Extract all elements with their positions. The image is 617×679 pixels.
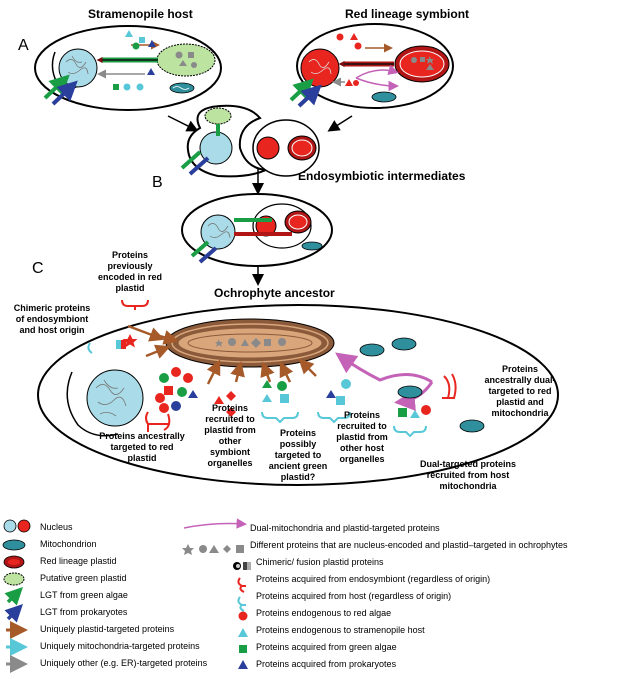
- annotation-dual-host-line: recruited from host: [427, 470, 510, 480]
- legend-right-labels: Dual-mitochondria and plastid-targeted p…: [250, 523, 568, 669]
- annotation-chimeric-line: and host origin: [20, 325, 85, 335]
- legend-label-red-bracket: Proteins acquired from endosymbiont (reg…: [256, 574, 490, 584]
- nucleus-red-icon: [300, 48, 340, 88]
- legend-label-blue-tri: Proteins acquired from prokaryotes: [256, 659, 397, 669]
- legend-label-lgt-prok: LGT from prokaryotes: [40, 607, 128, 617]
- legend-label-dual: Dual-mitochondria and plastid-targeted p…: [250, 523, 440, 533]
- legend-label-mito: Mitochondrion: [40, 539, 97, 549]
- legend-cyan-triangle-icon: [238, 628, 248, 637]
- legend-dual-icon: [183, 518, 247, 529]
- legend-green-plastid-icon: [3, 572, 25, 586]
- legend-cyan-bracket-icon: [237, 596, 246, 612]
- annotation-possibly-green-line: possibly: [280, 439, 317, 449]
- annotation-recruited-symbiont-line: symbiont: [210, 447, 250, 457]
- legend-label-nucleus: Nucleus: [40, 522, 73, 532]
- ancestor-cell: [37, 299, 559, 486]
- annotation-dual-red-line: targeted to red: [488, 386, 551, 396]
- legend-label-arrow-plastid: Uniquely plastid-targeted proteins: [40, 624, 175, 634]
- legend-shapes-icon: [182, 544, 244, 555]
- annotation-dual-red-line: Proteins: [502, 364, 538, 374]
- annotation-ancestral-red-line: Proteins ancestrally: [99, 431, 185, 441]
- legend-label-red-circle: Proteins endogenous to red algae: [256, 608, 391, 618]
- annotation-prev-encoded-line: Proteins: [112, 250, 148, 260]
- legend-chimeric-icon: [233, 562, 251, 570]
- legend-lgt-green-icon: [4, 587, 23, 606]
- annotation-dual-red-line: plastid and: [496, 397, 544, 407]
- legend-blue-triangle-icon: [238, 660, 248, 669]
- host-cell: [34, 25, 222, 111]
- annotation-dual-red-line: ancestrally dual-: [484, 375, 555, 385]
- green-plastid-icon: [156, 43, 216, 77]
- symbiont-cell: [289, 23, 454, 109]
- annotation-ancestral-red-line: targeted to red: [110, 442, 173, 452]
- panel-label-c: C: [32, 260, 44, 277]
- panel-label-b: B: [152, 174, 163, 191]
- annotation-dual-host-line: Dual-targeted proteins: [420, 459, 516, 469]
- title-intermediates: Endosymbiotic intermediates: [298, 169, 466, 183]
- annotation-prev-encoded-line: previously: [107, 261, 152, 271]
- title-host: Stramenopile host: [88, 7, 193, 21]
- legend-red-circle-icon: [238, 611, 248, 621]
- legend-label-green-sq: Proteins acquired from green algae: [256, 642, 397, 652]
- title-symbiont: Red lineage symbiont: [345, 7, 469, 21]
- annotation-prev-encoded-line: plastid: [115, 283, 144, 293]
- annotation-recruited-host-line: organelles: [339, 454, 384, 464]
- annotation-possibly-green-line: ancient green: [269, 461, 328, 471]
- legend: [2, 518, 251, 673]
- annotation-recruited-symbiont-line: organelles: [207, 458, 252, 468]
- annotation-chimeric-line: Chimeric proteins: [14, 303, 91, 313]
- engulfment-cell: [180, 104, 320, 178]
- annotation-dual-red-line: mitochondria: [491, 408, 549, 418]
- annotation-recruited-symbiont-line: other: [219, 436, 242, 446]
- annotation-dual-host-line: mitochondria: [439, 481, 497, 491]
- annotation-recruited-host-line: Proteins: [344, 410, 380, 420]
- intermediate-cell: [181, 193, 333, 267]
- annotation-prev-encoded-line: encoded in red: [98, 272, 162, 282]
- annotation-chimeric-line: of endosymbiont: [16, 314, 89, 324]
- annotation-possibly-green-line: Proteins: [280, 428, 316, 438]
- annotation-recruited-host-line: recruited to: [337, 421, 387, 431]
- legend-lgt-prok-icon: [4, 604, 23, 623]
- legend-green-square-icon: [239, 645, 247, 653]
- annotation-possibly-green-line: plastid?: [281, 472, 316, 482]
- legend-label-redplastid: Red lineage plastid: [40, 556, 117, 566]
- annotation-possibly-green-line: targeted to: [275, 450, 322, 460]
- legend-label-cyan-tri: Proteins endogenous to stramenopile host: [256, 625, 425, 635]
- annotation-recruited-host-line: plastid from: [336, 432, 388, 442]
- legend-red-bracket-icon: [237, 577, 246, 593]
- legend-label-arrow-other: Uniquely other (e.g. ER)-targeted protei…: [40, 658, 208, 668]
- legend-label-shapes: Different proteins that are nucleus-enco…: [250, 540, 568, 550]
- legend-label-cyan-bracket: Proteins acquired from host (regardless …: [256, 591, 451, 601]
- title-ancestor: Ochrophyte ancestor: [214, 286, 335, 300]
- annotation-recruited-symbiont-line: Proteins: [212, 403, 248, 413]
- legend-label-arrow-mito: Uniquely mitochondria-targeted proteins: [40, 641, 200, 651]
- ancestor-nucleus: [86, 369, 144, 427]
- legend-nucleus-icon: [3, 519, 17, 533]
- legend-label-chimeric: Chimeric/ fusion plastid proteins: [256, 557, 384, 567]
- legend-label-lgt-green: LGT from green algae: [40, 590, 128, 600]
- annotation-recruited-host-line: other host: [340, 443, 384, 453]
- annotation-recruited-symbiont-line: plastid from: [204, 425, 256, 435]
- panel-label-a: A: [18, 37, 29, 54]
- legend-label-greenplastid: Putative green plastid: [40, 573, 127, 583]
- annotation-recruited-symbiont-line: recruited to: [205, 414, 255, 424]
- legend-mito-icon: [2, 539, 26, 551]
- annotation-ancestral-red-line: plastid: [127, 453, 156, 463]
